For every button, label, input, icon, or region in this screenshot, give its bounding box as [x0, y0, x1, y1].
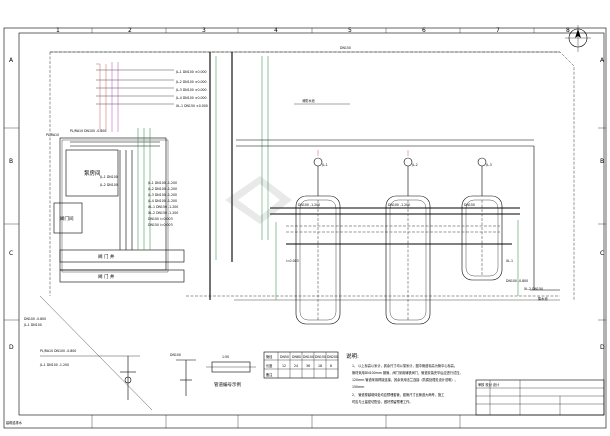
svg-text:1、 以上标高以米计，其余尺寸均以毫米计，图中管道标高为管中: 1、 以上标高以米计，其余尺寸均以毫米计，图中管道标高为管中心标高。 [352, 363, 457, 368]
north-arrow-icon [565, 25, 591, 52]
valve-strip-1: 阀 门 井 [98, 253, 115, 260]
collect-pool-label: 集水池 [538, 296, 548, 301]
grid-right-b: B [600, 158, 604, 165]
notes-heading: 说明: [346, 352, 359, 360]
svg-text:24: 24 [294, 364, 298, 368]
svg-text:JL-2 DN100 -1.200: JL-2 DN100 -1.200 [147, 187, 177, 191]
svg-text:PL/RA10 DN100 -0.800: PL/RA10 DN100 -0.800 [40, 349, 76, 353]
svg-text:1:50: 1:50 [222, 355, 229, 359]
svg-text:备注: 备注 [266, 372, 273, 377]
svg-text:18: 18 [318, 364, 322, 368]
side-room [53, 202, 83, 234]
title-block: 审核 校对 设计 [475, 379, 605, 416]
svg-text:XL-2 DN150: XL-2 DN150 [524, 287, 543, 291]
tank-2 [385, 157, 431, 325]
svg-text:DN100 -0.800: DN100 -0.800 [506, 279, 528, 283]
svg-text:8: 8 [330, 364, 332, 368]
pump-room-label: 泵房间 [84, 169, 101, 177]
grid-left-a: A [9, 57, 14, 64]
svg-text:PL/RA10: PL/RA10 [46, 133, 59, 137]
svg-text:DN150: DN150 [315, 355, 326, 359]
tank-3 [461, 157, 503, 281]
detail-3: 1:50 管道编号示例 [206, 355, 256, 388]
svg-text:JL-1 DN100 ±0.000: JL-1 DN100 ±0.000 [175, 70, 207, 74]
pool-label: 消防水池 [302, 98, 316, 103]
grid-right-d: D [600, 344, 605, 351]
svg-text:XL-1 DN150 ±0.000: XL-1 DN150 ±0.000 [176, 104, 208, 108]
detail-1: PL/RA10 DN100 -0.800 JL-1 DN100 -1.200 [39, 349, 140, 400]
svg-text:XL-2 DN150 -1.200: XL-2 DN150 -1.200 [148, 211, 178, 215]
valve-strip-2: 阀 门 井 [98, 273, 115, 280]
svg-text:DN50: DN50 [280, 355, 289, 359]
svg-text:JL-2: JL-2 [411, 163, 418, 167]
svg-text:XL-1 DN150 -1.200: XL-1 DN150 -1.200 [148, 205, 178, 209]
svg-text:JL-4 DN100 ±0.000: JL-4 DN100 ±0.000 [175, 96, 207, 100]
svg-text:JL-3 DN100 ±0.000: JL-3 DN100 ±0.000 [175, 88, 207, 92]
svg-text:DN200: DN200 [327, 355, 338, 359]
grid-top-5: 5 [348, 27, 352, 34]
svg-text:DN100: DN100 [303, 355, 314, 359]
svg-text:JL-1 DN100: JL-1 DN100 [23, 323, 42, 327]
svg-text:120mm 管道采用焊接连接，其余采用法兰连接（防腐处理见设: 120mm 管道采用焊接连接，其余采用法兰连接（防腐处理见设计说明）。 [352, 377, 458, 382]
svg-text:DN100: DN100 [170, 353, 181, 357]
grid-top-7: 7 [496, 27, 500, 34]
svg-text:DN150: DN150 [340, 46, 351, 50]
grid-left-c: C [9, 250, 13, 257]
outer-frame [3, 27, 607, 429]
svg-text:管径: 管径 [266, 354, 273, 359]
detail-2: DN100 [170, 353, 196, 396]
svg-text:JL-1 DN100 -1.200: JL-1 DN100 -1.200 [147, 181, 177, 185]
pipe-table: 管径 DN50 DN80 DN100 DN150 DN200 长度 12 24 … [263, 351, 339, 379]
svg-text:JL-3: JL-3 [485, 163, 492, 167]
grid-right-a: A [600, 57, 605, 64]
svg-text:JL-4 DN100 -1.200: JL-4 DN100 -1.200 [147, 199, 177, 203]
side-room-label: 阀门间 [60, 215, 74, 222]
svg-text:DN100 -0.800: DN100 -0.800 [24, 317, 46, 321]
svg-text:DN100 -1.200: DN100 -1.200 [298, 203, 320, 207]
grid-top-3: 3 [202, 27, 206, 34]
svg-text:审核 校对 设计: 审核 校对 设计 [478, 382, 500, 387]
svg-text:长度: 长度 [266, 363, 273, 368]
grid-right-c: C [600, 250, 604, 257]
svg-text:i=0.003: i=0.003 [286, 259, 299, 263]
svg-text:JL-2 DN100: JL-2 DN100 [99, 183, 118, 187]
svg-text:PL/RA10 DN100 -0.800: PL/RA10 DN100 -0.800 [70, 129, 106, 133]
svg-text:DN100 i=0.003: DN100 i=0.003 [148, 217, 173, 221]
svg-text:DN150: DN150 [464, 203, 475, 207]
bottom-left-label: 建筑给排水 [6, 420, 23, 425]
svg-text:XL-1: XL-1 [506, 259, 513, 263]
watermark-logo [225, 176, 292, 224]
grid-left-d: D [9, 344, 14, 351]
svg-text:JL-1 DN100: JL-1 DN100 [99, 175, 118, 179]
grid-left-b: B [9, 158, 13, 165]
svg-text:DN150 i=0.003: DN150 i=0.003 [148, 223, 173, 227]
svg-text:36: 36 [306, 364, 310, 368]
tank-1 [295, 157, 341, 325]
svg-text:JL-1 DN100 -1.200: JL-1 DN100 -1.200 [39, 363, 69, 367]
grid-top-1: 1 [56, 27, 60, 34]
grid-top-6: 6 [422, 27, 426, 34]
svg-text:2、 管道穿越墙体处均应预埋套管，套管尺寸比管道大两号，施工: 2、 管道穿越墙体处均应预埋套管，套管尺寸比管道大两号，施工 [352, 392, 445, 397]
grid-top-4: 4 [274, 27, 278, 34]
svg-text:JL-2 DN100 ±0.000: JL-2 DN100 ±0.000 [175, 80, 207, 84]
detail-caption: 管道编号示例 [214, 381, 241, 388]
site-boundary [50, 51, 575, 300]
svg-text:JL-3 DN100 -1.200: JL-3 DN100 -1.200 [147, 193, 177, 197]
svg-text:DN80: DN80 [292, 355, 301, 359]
grid-top-8: 8 [566, 27, 570, 34]
grid-top-2: 2 [128, 27, 132, 34]
svg-text:12: 12 [282, 364, 286, 368]
svg-text:150mm: 150mm [352, 385, 364, 389]
svg-text:DN100 -1.200: DN100 -1.200 [388, 203, 410, 207]
svg-text:管材采用DN100mm 钢管，阀门采用铸铁阀门，管道安装完毕: 管材采用DN100mm 钢管，阀门采用铸铁阀门，管道安装完毕后应进行试压， [352, 370, 463, 375]
notes-block: 说明: 1、 以上标高以米计，其余尺寸均以毫米计，图中管道标高为管中心标高。 管… [346, 352, 463, 404]
svg-text:时应与土建密切配合，做好预留预埋工作。: 时应与土建密切配合，做好预留预埋工作。 [352, 399, 413, 404]
svg-text:JL-1: JL-1 [321, 163, 328, 167]
